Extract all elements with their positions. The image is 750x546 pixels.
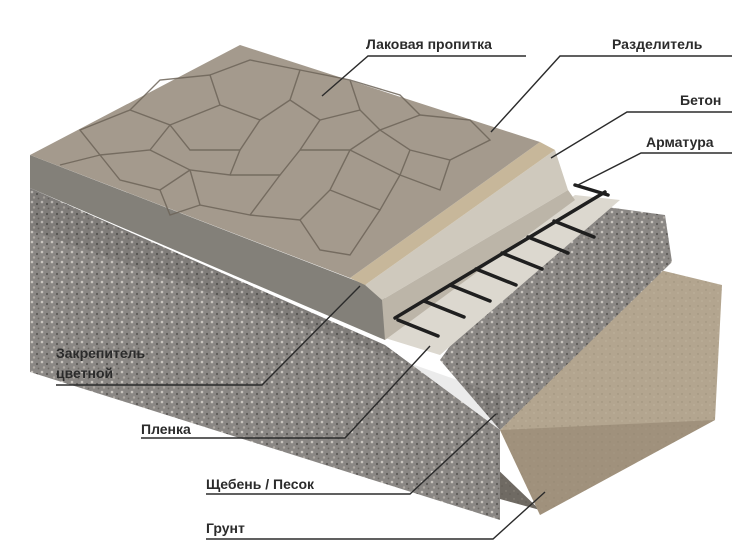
- rebar-grid: [393, 183, 610, 338]
- leader-gravel-sand: [206, 413, 497, 495]
- label-film: Пленка: [141, 421, 191, 437]
- leader-separator: [490, 55, 732, 133]
- gravel-sand-layer: [30, 188, 672, 520]
- film-layer: [385, 195, 620, 355]
- label-color-hardener-line1: Закрепитель: [56, 345, 146, 361]
- label-concrete: Бетон: [680, 92, 721, 108]
- label-gravel-sand: Щебень / Песок: [206, 476, 315, 492]
- label-lacquer: Лаковая пропитка: [366, 36, 492, 52]
- label-rebar: Арматура: [646, 134, 714, 150]
- labels: Лаковая пропитка Разделитель Бетон Армат…: [56, 36, 721, 536]
- leader-soil: [206, 491, 546, 540]
- leader-lines: [56, 55, 732, 540]
- label-separator: Разделитель: [612, 36, 703, 52]
- label-soil: Грунт: [206, 520, 245, 536]
- stone-surface: [30, 45, 540, 278]
- separator-layer: [350, 142, 555, 285]
- leader-color-hardener: [56, 285, 361, 386]
- leader-film: [141, 345, 431, 439]
- leader-rebar: [575, 152, 732, 187]
- leader-concrete: [550, 111, 732, 159]
- leader-lacquer: [321, 55, 526, 97]
- label-color-hardener-line2: цветной: [56, 365, 113, 381]
